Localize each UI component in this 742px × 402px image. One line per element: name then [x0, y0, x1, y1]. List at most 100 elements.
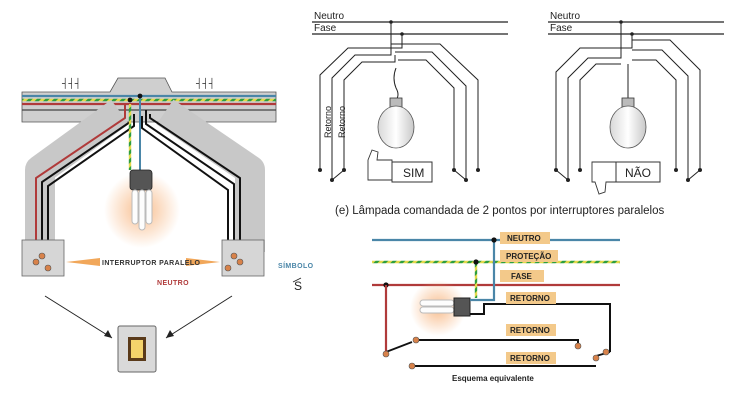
wire: [632, 49, 689, 178]
neutro-tag-label: Neutro: [507, 234, 541, 243]
terminal-icon: [230, 252, 238, 260]
lamp-lead: [393, 67, 399, 101]
wire: [319, 34, 403, 168]
wire: [555, 34, 633, 168]
switch-contact: [318, 168, 322, 172]
wire: [331, 22, 392, 178]
terminal-icon: [44, 264, 52, 272]
neutro-label-left: Neutro: [157, 280, 189, 287]
neutro-label: Neutro: [314, 11, 344, 22]
retorno-tag: [506, 324, 556, 336]
terminal-icon: [236, 258, 244, 266]
neutro-label: Neutro: [550, 11, 580, 22]
wire: [390, 40, 479, 168]
terminal-icon: [224, 264, 232, 272]
wire: [398, 59, 455, 168]
terminal-icon: [574, 342, 582, 350]
cfl-tube: [145, 189, 153, 225]
cfl-base: [453, 297, 471, 317]
neutro-drop: [470, 240, 496, 302]
cfl-tube: [131, 189, 139, 225]
junction-dot: [491, 237, 497, 243]
terminal-icon: [592, 354, 600, 362]
retorno-tag: [506, 352, 556, 364]
nao-label: NÃO: [625, 166, 651, 180]
equivalent-caption: Esquema equivalente: [452, 374, 534, 383]
simbolo-label: Símbolo: [278, 261, 314, 270]
retorno-label: Retorno: [323, 106, 333, 138]
cfl-tube: [419, 299, 455, 307]
wire: [579, 63, 621, 168]
arrowhead-icon: [166, 330, 174, 338]
retorno-tag: [506, 292, 556, 304]
schematic-sim: Neutro Fase Retorno Retorno: [312, 11, 508, 183]
fase-label: Fase: [550, 23, 573, 34]
fase-tag-label: Fase: [511, 272, 533, 281]
pointer-line: [165, 295, 233, 339]
wire: [632, 39, 701, 168]
retorno-wire: [145, 110, 235, 258]
retorno-tag-label: Retorno: [510, 354, 550, 363]
retorno-wire: [149, 114, 241, 262]
switch-contact: [674, 168, 678, 172]
retorno-wire: [418, 339, 579, 346]
protecao-tag: [500, 250, 558, 262]
pointer-line: [44, 295, 113, 339]
switch-contact: [578, 168, 582, 172]
schematic-nao: Neutro Fase NÃO: [548, 11, 724, 195]
terminal-icon: [32, 258, 40, 266]
equivalent-schematic: Neutro Proteção Fase Retorno Retorno: [372, 232, 620, 383]
thumbs-down-icon: [591, 161, 617, 195]
simbolo-stroke: [292, 277, 302, 283]
retorno-wire: [47, 114, 135, 262]
arrow-right-icon: [186, 258, 220, 266]
bulb-icon: [377, 105, 415, 149]
hatch-mark: ┤┤┤: [62, 77, 81, 89]
retorno-tag-label: Retorno: [510, 294, 550, 303]
interruptor-label: Interruptor paralelo: [102, 260, 201, 267]
caption-e: (e) Lâmpada comandada de 2 pontos por in…: [335, 205, 664, 217]
retorno-label: Retorno: [337, 106, 347, 138]
wire: [567, 22, 622, 178]
switch-rocker: [131, 340, 143, 358]
cfl-tube: [419, 306, 455, 314]
switch-lever: [453, 169, 467, 181]
top-schematic-group: Neutro Fase Retorno Retorno: [312, 11, 724, 217]
junction-dot: [137, 93, 143, 99]
terminal-icon: [412, 336, 420, 344]
fase-wire: [35, 104, 126, 262]
junction-dot: [127, 97, 133, 103]
terminal-icon: [382, 350, 390, 358]
simbolo-glyph: S: [294, 279, 302, 293]
hatch-mark: ┤┤┤: [196, 77, 215, 89]
left-illustration: ┤┤┤ ┤┤┤: [21, 77, 314, 373]
arrowhead-icon: [104, 330, 112, 338]
terminal-icon: [602, 348, 610, 356]
sim-box: [391, 161, 433, 183]
left-conduit: [25, 99, 129, 252]
protecao-tag-label: Proteção: [506, 252, 551, 261]
switch-lever: [555, 169, 569, 181]
terminal-icon: [38, 252, 46, 260]
terminal-icon: [408, 362, 416, 370]
thumbs-up-icon: [367, 149, 393, 181]
retorno-wire: [141, 116, 229, 262]
arrow-left-icon: [66, 258, 100, 266]
switch-lever: [687, 169, 701, 181]
fase-tag: [500, 270, 544, 282]
switch-lever: [385, 341, 413, 353]
wire: [343, 55, 396, 168]
junction-dot: [473, 259, 479, 265]
neutro-tag: [500, 232, 550, 244]
wire: [395, 51, 467, 178]
nao-box: [615, 161, 661, 183]
retorno-tag-label: Retorno: [510, 326, 550, 335]
retorno-wire: [470, 303, 611, 352]
cfl-tube: [138, 189, 146, 231]
switch-contact: [476, 168, 480, 172]
wire: [632, 59, 677, 168]
cfl-base: [129, 169, 153, 191]
right-conduit: [156, 99, 265, 252]
bulb-icon: [609, 105, 647, 149]
